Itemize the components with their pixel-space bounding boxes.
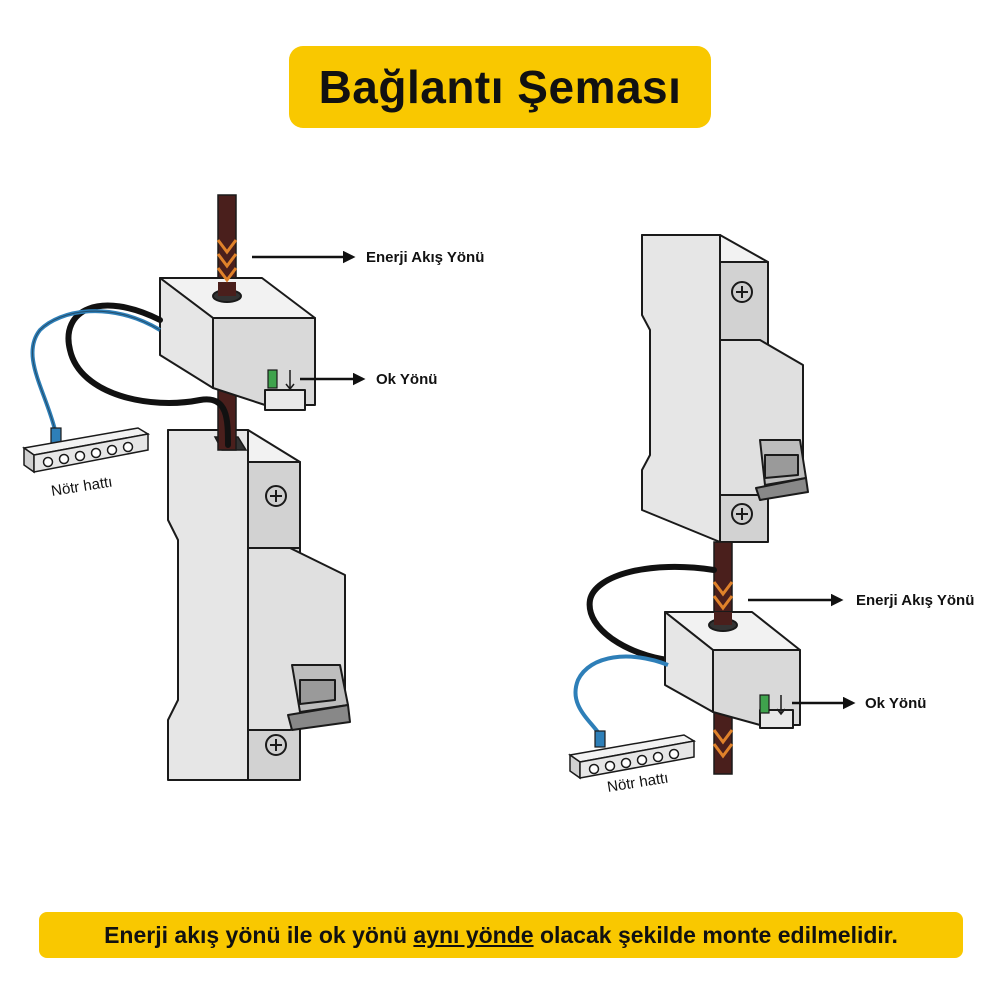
left-panel: Nötr hattı Enerji Akış Yönü Ok Yönü [22, 194, 484, 781]
right-protection-module [664, 611, 801, 729]
screw-icon [265, 734, 287, 756]
title-banner: Bağlantı Şeması [289, 46, 711, 128]
left-protection-module [159, 277, 316, 411]
screw-icon [265, 485, 287, 507]
left-neutral-label: Nötr hattı [50, 474, 114, 500]
right-neutral-label: Nötr hattı [606, 770, 670, 796]
page-title: Bağlantı Şeması [318, 61, 682, 113]
chevron-down-icon [712, 581, 734, 759]
footer-text-part2: olacak şekilde monte edilmelidir. [533, 921, 898, 948]
left-direction-indicator [267, 369, 295, 391]
left-energy-flow-label: Enerji Akış Yönü [366, 249, 484, 266]
right-panel: Nötr hattı Enerji Akış Yönü Ok Yönü [568, 234, 974, 796]
screw-icon [731, 281, 753, 303]
right-direction-indicator [759, 694, 786, 716]
right-energy-flow-label: Enerji Akış Yönü [856, 592, 974, 609]
right-neutral-busbar [568, 734, 697, 780]
left-circuit-breaker [167, 429, 351, 781]
chevron-down-icon [216, 239, 238, 283]
left-neutral-busbar [22, 427, 151, 474]
screw-icon [731, 503, 753, 525]
left-arrow-direction-label: Ok Yönü [376, 371, 437, 388]
right-arrow-direction-label: Ok Yönü [865, 695, 926, 712]
footer-text-emphasis: aynı yönde [413, 921, 534, 948]
footer-text-part1: Enerji akış yönü ile ok yönü [104, 921, 414, 948]
right-circuit-breaker [641, 234, 809, 543]
footer-note: Enerji akış yönü ile ok yönü aynı yönde … [39, 912, 963, 958]
